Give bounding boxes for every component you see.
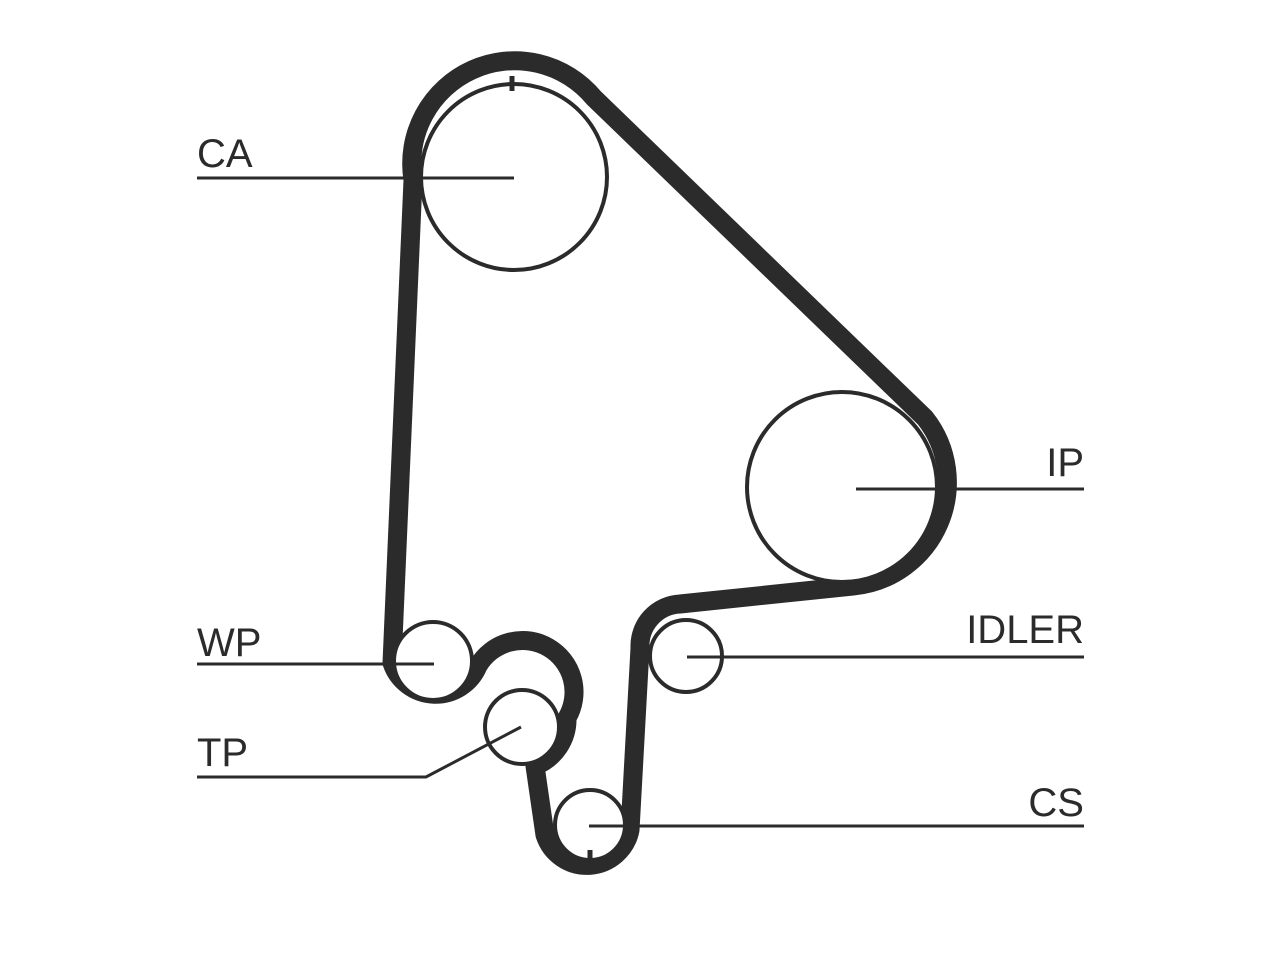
injection-pump-pulley — [745, 390, 939, 584]
tp-leader-line — [197, 725, 522, 779]
label-ca: CA — [197, 132, 253, 176]
label-ip: IP — [1046, 441, 1084, 485]
label-tp: TP — [197, 731, 248, 775]
water-pump-pulley — [392, 620, 474, 702]
timing-belt — [382, 51, 957, 875]
tensioner-pulley — [483, 688, 561, 766]
label-wp: WP — [197, 621, 261, 665]
label-idler: IDLER — [966, 608, 1084, 652]
label-cs: CS — [1028, 781, 1084, 825]
